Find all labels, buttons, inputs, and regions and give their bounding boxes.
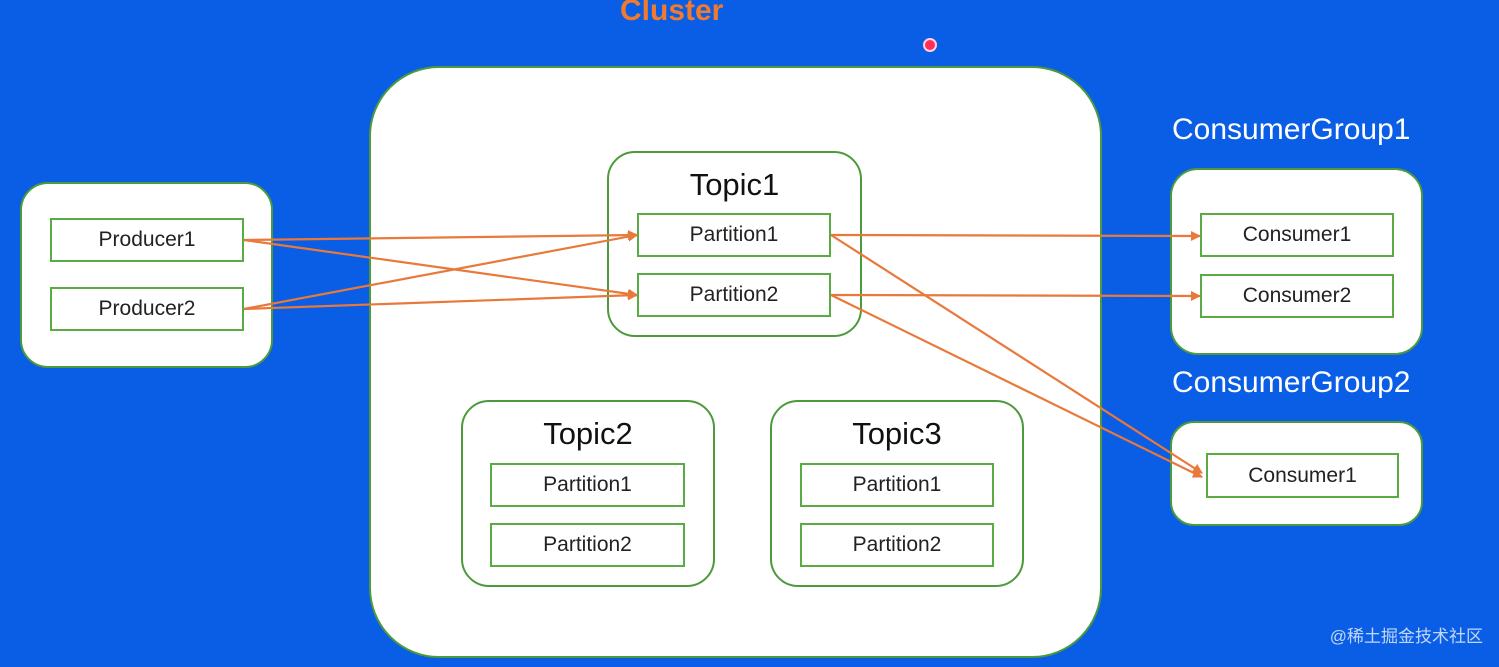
topic1-title: Topic1 (689, 167, 780, 202)
topic2-partition2[interactable]: Partition2 (490, 523, 685, 567)
group1-consumer1[interactable]: Consumer1 (1200, 213, 1394, 257)
consumer-group1-title: ConsumerGroup1 (1172, 113, 1411, 146)
producers-panel (20, 182, 273, 368)
topic2-partition1[interactable]: Partition1 (490, 463, 685, 507)
consumer-group1-panel (1170, 168, 1423, 355)
producer-box-1[interactable]: Producer1 (50, 218, 244, 262)
producer-box-2[interactable]: Producer2 (50, 287, 244, 331)
topic2-title: Topic2 (543, 416, 633, 451)
topic1-partition1[interactable]: Partition1 (637, 213, 831, 257)
topic1-partition2[interactable]: Partition2 (637, 273, 831, 317)
topic3-title: Topic3 (852, 416, 942, 451)
cluster-title: Cluster (620, 0, 724, 27)
consumer-group2-title: ConsumerGroup2 (1172, 366, 1411, 399)
topic3-partition1[interactable]: Partition1 (800, 463, 994, 507)
cursor-dot-icon (923, 38, 937, 52)
group1-consumer2[interactable]: Consumer2 (1200, 274, 1394, 318)
watermark: @稀土掘金技术社区 (1329, 627, 1483, 646)
topic3-partition2[interactable]: Partition2 (800, 523, 994, 567)
group2-consumer1[interactable]: Consumer1 (1206, 453, 1399, 498)
